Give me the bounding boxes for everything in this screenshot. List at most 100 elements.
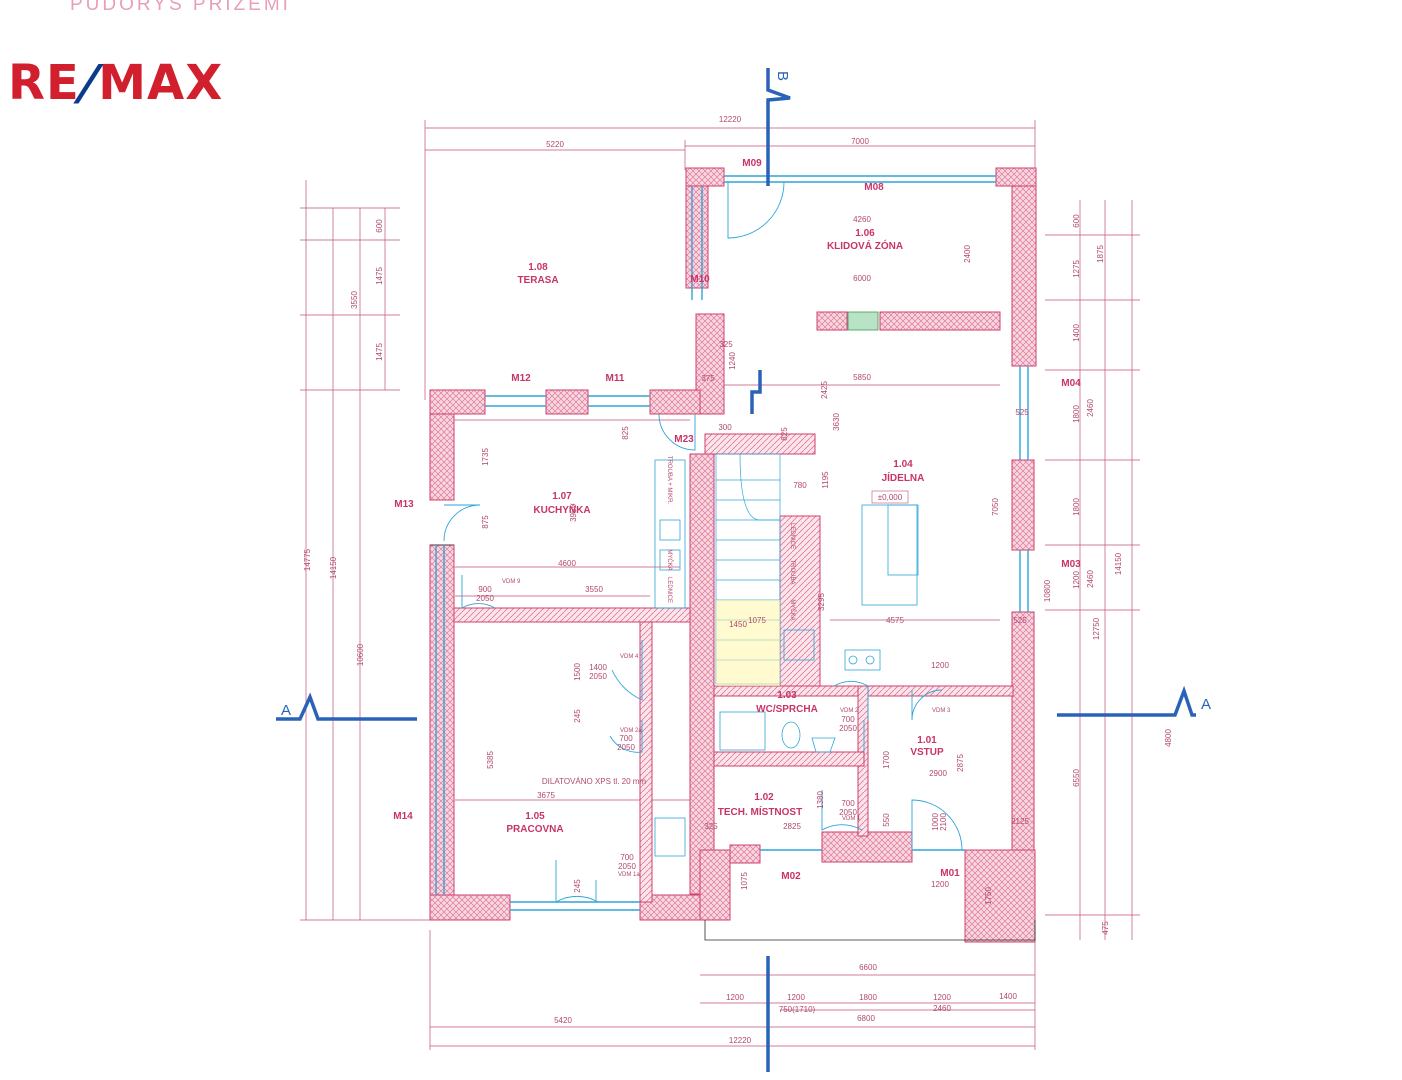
dim-label: 300: [718, 423, 732, 432]
level-marker: ±0,000: [878, 493, 903, 502]
doors: [443, 181, 963, 903]
dim-label: 2050: [839, 808, 857, 817]
remax-logo: RE/MAX: [8, 55, 224, 111]
dim-label: 1200: [1072, 571, 1081, 589]
dim-label: 1275: [1072, 260, 1081, 278]
dim-label: 3630: [832, 413, 841, 431]
dim-label: 1400: [999, 992, 1017, 1001]
door-label: VDM 4: [620, 654, 639, 660]
dim-label: 5385: [486, 751, 495, 769]
interior-walls: [453, 433, 1014, 903]
dim-label: 14150: [1114, 552, 1123, 575]
level-box: [871, 490, 909, 504]
window-label: M13: [394, 499, 414, 510]
window-label: M01: [940, 868, 960, 879]
dimension-labels: 12220 5220 7000 4260 6000 5850 300 780 1…: [303, 115, 1173, 1045]
dim-label: 1200: [726, 993, 744, 1002]
dim-label: 6550: [1072, 769, 1081, 787]
dim-label: 325: [719, 340, 733, 349]
logo-max: MAX: [98, 55, 224, 111]
dim-label: 2050: [476, 594, 494, 603]
dim-label: 6800: [857, 1014, 875, 1023]
window-label: M02: [781, 871, 801, 882]
window-label: M11: [606, 373, 625, 384]
dim-label: 6000: [853, 274, 871, 283]
dim-label: 525: [1015, 408, 1029, 417]
dim-label: 7050: [991, 498, 1000, 516]
dim-label: 825: [621, 426, 630, 440]
dim-label: 2900: [929, 769, 947, 778]
room-number: 1.08: [528, 262, 548, 273]
dim-label: 2825: [783, 822, 801, 831]
dim-label: 375: [701, 374, 715, 383]
dim-label: 10600: [356, 643, 365, 666]
dim-label: 700: [841, 715, 855, 724]
dim-label: 1735: [481, 448, 490, 466]
note-text: DILATOVÁNO XPS tl. 20 mm: [542, 777, 647, 786]
logo-re: RE: [8, 55, 80, 111]
dim-label: 550: [882, 813, 891, 827]
dim-label: 1400: [1072, 324, 1081, 342]
dim-label: 1200: [787, 993, 805, 1002]
dim-label: 1240: [728, 352, 737, 370]
dim-label: 1875: [1096, 245, 1105, 263]
dim-label: 5220: [546, 140, 564, 149]
dim-label: 1700: [882, 751, 891, 769]
dim-label: 525: [1013, 616, 1027, 625]
room-name: KLIDOVÁ ZÓNA: [827, 239, 903, 252]
room-number: 1.07: [552, 491, 572, 502]
dim-label: 2125: [1011, 817, 1029, 826]
dim-label: 875: [481, 515, 490, 529]
room-labels: 1.08 TERASA 1.06 KLIDOVÁ ZÓNA 1.07 KUCHY…: [506, 228, 944, 835]
dim-label: 2460: [1086, 399, 1095, 417]
dim-label: 1000: [931, 813, 940, 831]
dim-label: 2100: [939, 813, 948, 831]
appliance-label: TROUBA + MIKR.: [666, 456, 672, 505]
dim-label: 12220: [729, 1036, 752, 1045]
dim-label: 600: [1072, 214, 1081, 228]
dim-label: 1200: [933, 993, 951, 1002]
dim-label: 1475: [375, 343, 384, 361]
section-label-a: A: [1201, 696, 1211, 713]
room-number: 1.03: [777, 690, 797, 701]
appliance-label: TROUBA: [789, 559, 795, 584]
dim-label: 1195: [821, 471, 830, 489]
dim-label: 6600: [859, 963, 877, 972]
dim-label: 14150: [329, 556, 338, 579]
door-label: VDM 1a: [618, 872, 640, 878]
dim-label: 2050: [589, 672, 607, 681]
room-name: JÍDELNA: [882, 471, 925, 484]
section-label-a: A: [281, 702, 291, 719]
dim-label: 2050: [618, 862, 636, 871]
room-name: TERASA: [517, 275, 558, 286]
door-label: VDM 1: [842, 816, 861, 822]
dim-label: 3550: [350, 291, 359, 309]
room-number: 1.01: [917, 735, 937, 746]
dim-label: 245: [573, 709, 582, 723]
dim-label: 7000: [851, 137, 869, 146]
window-label: M09: [742, 158, 762, 169]
dim-label: 700: [619, 734, 633, 743]
door-label: VDM 2: [840, 708, 859, 714]
window-label: M14: [393, 811, 413, 822]
dim-label: 825: [780, 427, 789, 441]
dim-label: 2050: [839, 724, 857, 733]
room-number: 1.02: [754, 792, 774, 803]
dim-label: 12220: [719, 115, 742, 124]
door-labels: VDM 9 VDM 4 VDM 2 VDM 3 VDM 1 VDM 1a VDM…: [502, 579, 951, 878]
dim-label: 2460: [933, 1004, 951, 1013]
stair-landing: [716, 600, 780, 686]
appliance-label: MYČKA: [789, 599, 796, 620]
page-title: PŮDORYS PŘÍZEMÍ: [70, 0, 291, 15]
door-label: VDM 2a: [620, 728, 642, 734]
dim-label: 1750: [984, 887, 993, 905]
dim-label: 475: [1101, 921, 1110, 935]
dim-label: 3550: [585, 585, 603, 594]
room-name: PRACOVNA: [506, 824, 563, 835]
dim-label: 1800: [859, 993, 877, 1002]
dim-label: 4575: [886, 616, 904, 625]
window-label: M04: [1061, 378, 1081, 389]
dim-label: 1075: [748, 616, 766, 625]
section-markers: [276, 68, 1196, 1072]
room-number: 1.05: [525, 811, 545, 822]
